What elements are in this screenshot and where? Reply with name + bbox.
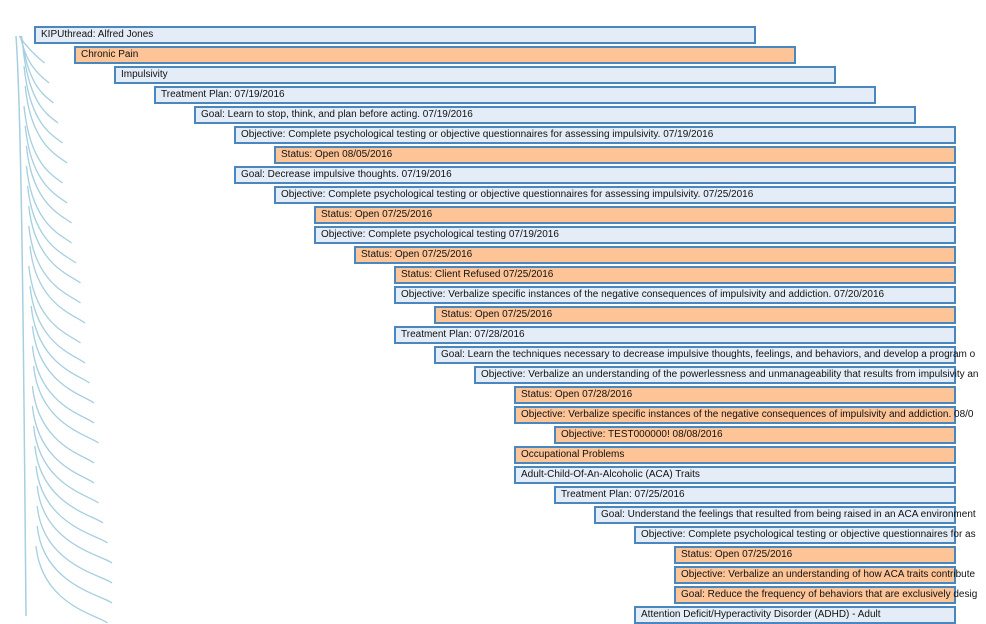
tree-link	[35, 545, 108, 624]
tree-node[interactable]: Objective: TEST000000! 08/08/2016	[554, 426, 956, 444]
tree-node[interactable]: Goal: Understand the feelings that resul…	[594, 506, 976, 524]
tree-node[interactable]: Treatment Plan: 07/19/2016	[154, 86, 876, 104]
tree-link	[31, 385, 95, 464]
tree-link	[35, 465, 108, 544]
tree-link	[32, 365, 99, 444]
tree-link	[26, 185, 77, 264]
tree-link	[23, 65, 63, 144]
tree-node[interactable]: Goal: Reduce the frequency of behaviors …	[674, 586, 977, 604]
tree-node[interactable]: Objective: Complete psychological testin…	[234, 126, 956, 144]
tree-node[interactable]: Status: Client Refused 07/25/2016	[394, 266, 956, 284]
tree-node[interactable]: Treatment Plan: 07/25/2016	[554, 486, 956, 504]
tree-link	[23, 105, 63, 184]
tree-node[interactable]: Treatment Plan: 07/28/2016	[394, 326, 956, 344]
tree-link	[29, 245, 86, 324]
tree-node[interactable]: Objective: Verbalize an understanding of…	[474, 366, 979, 384]
tree-node[interactable]: Objective: Verbalize specific instances …	[394, 286, 956, 304]
tree-link	[36, 505, 113, 584]
tree-node[interactable]: Status: Open 07/25/2016	[674, 546, 956, 564]
tree-link	[25, 145, 72, 224]
tree-node[interactable]: Goal: Decrease impulsive thoughts. 07/19…	[234, 166, 956, 184]
tree-node[interactable]: Occupational Problems	[514, 446, 956, 464]
tree-node[interactable]: Status: Open 07/25/2016	[314, 206, 956, 224]
tree-node[interactable]: Status: Open 08/05/2016	[274, 146, 956, 164]
tree-node[interactable]: Status: Open 07/25/2016	[354, 246, 956, 264]
tree-link	[28, 205, 81, 284]
tree-link	[36, 525, 113, 604]
tree-link	[31, 325, 95, 404]
tree-link	[31, 345, 95, 424]
tree-node[interactable]: Attention Deficit/Hyperactivity Disorder…	[634, 606, 956, 624]
tree-trunk-link	[15, 35, 27, 617]
tree-node[interactable]: Status: Open 07/25/2016	[434, 306, 956, 324]
tree-node[interactable]: Goal: Learn to stop, think, and plan bef…	[194, 106, 916, 124]
tree-link	[29, 285, 86, 364]
tree-node[interactable]: KIPUthread: Alfred Jones	[34, 26, 756, 44]
tree-link	[32, 425, 99, 504]
tree-node[interactable]: Objective: Complete psychological testin…	[314, 226, 956, 244]
tree-link	[28, 265, 81, 344]
tree-link	[24, 85, 68, 164]
tree-node[interactable]: Adult-Child-Of-An-Alcoholic (ACA) Traits	[514, 466, 956, 484]
tree-link	[34, 445, 104, 524]
tree-node[interactable]: Impulsivity	[114, 66, 836, 84]
tree-node[interactable]: Objective: Complete psychological testin…	[274, 186, 956, 204]
tree-node[interactable]: Objective: Verbalize specific instances …	[514, 406, 974, 424]
tree-link	[31, 405, 95, 484]
tree-node[interactable]: Status: Open 07/28/2016	[514, 386, 956, 404]
tree-link	[22, 45, 59, 124]
tree-link	[28, 225, 81, 304]
tree-link	[25, 165, 72, 244]
tree-link	[30, 305, 90, 384]
tree-link	[36, 485, 113, 564]
tree-node[interactable]: Objective: Complete psychological testin…	[634, 526, 976, 544]
tree-link	[24, 125, 68, 204]
tree-node[interactable]: Chronic Pain	[74, 46, 796, 64]
tree-node[interactable]: Goal: Learn the techniques necessary to …	[434, 346, 975, 364]
tree-node[interactable]: Objective: Verbalize an understanding of…	[674, 566, 975, 584]
